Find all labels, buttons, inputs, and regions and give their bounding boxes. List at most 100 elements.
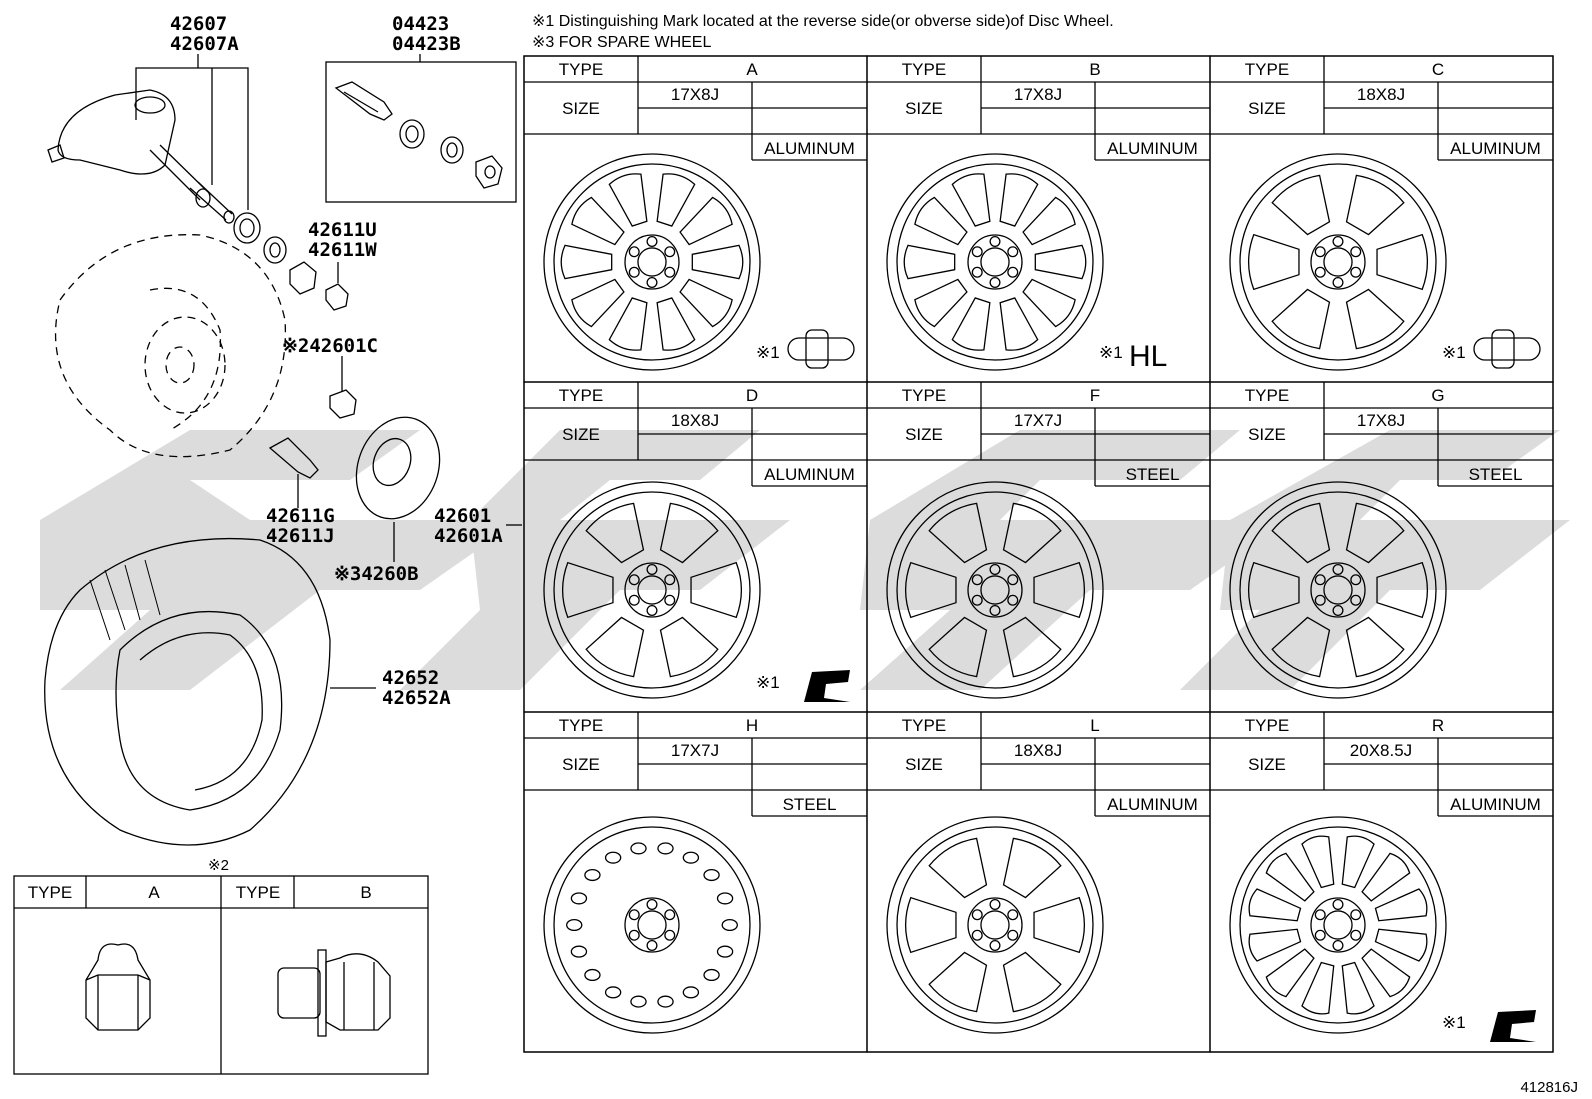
valve-mark-icon: [1473, 329, 1541, 369]
size-label: SIZE: [1248, 99, 1286, 118]
type-label: TYPE: [1245, 386, 1289, 405]
wheel-size-value: 17X8J: [671, 85, 719, 104]
wheel-type-value: H: [746, 716, 758, 735]
wheel-r-icon: [1229, 816, 1447, 1034]
lug-nut-icon: [329, 389, 357, 419]
part-04423B[interactable]: 04423B: [392, 33, 461, 55]
part-42601A[interactable]: 42601A: [434, 525, 503, 547]
valve-stem-icon-2: [268, 437, 319, 479]
nut-type-a: A: [148, 883, 160, 902]
cap-icon: [325, 283, 349, 311]
wheel-a-icon: [543, 153, 761, 371]
watermark-logo: [40, 430, 1570, 690]
wheel-type-value: A: [746, 60, 758, 79]
wheel-material-value: STEEL: [1469, 465, 1523, 484]
part-4260B[interactable]: ※34260B: [334, 563, 419, 585]
acorn-nut-icon: [85, 943, 151, 1031]
part-04423[interactable]: 04423: [392, 13, 449, 35]
part-42607[interactable]: 42607: [170, 13, 227, 35]
part-42652[interactable]: 42652: [382, 667, 439, 689]
wheel-size-value: 20X8.5J: [1350, 741, 1412, 760]
wheel-size-value: 17X7J: [671, 741, 719, 760]
type-label: TYPE: [559, 386, 603, 405]
wheel-type-value: G: [1431, 386, 1444, 405]
wheel-material-value: ALUMINUM: [1450, 139, 1541, 158]
part-42611G[interactable]: 42611G: [266, 505, 335, 527]
part-42601[interactable]: 42601: [434, 505, 491, 527]
size-label: SIZE: [562, 425, 600, 444]
wheel-d-icon: [543, 481, 761, 699]
size-label: SIZE: [562, 99, 600, 118]
nut-type-b: B: [360, 883, 371, 902]
spare-wheel-plate-icon: [355, 416, 441, 520]
wheel-size-value: 18X8J: [1014, 741, 1062, 760]
nut-type-header-a: TYPE: [28, 883, 72, 902]
wheel-size-value: 17X7J: [1014, 411, 1062, 430]
nut-type-table: ※2 TYPE A TYPE B: [13, 857, 429, 1075]
wheel-type-value: D: [746, 386, 758, 405]
part-42611J[interactable]: 42611J: [266, 525, 335, 547]
note-1: ※1 Distinguishing Mark located at the re…: [532, 13, 1114, 30]
part-42652A[interactable]: 42652A: [382, 687, 451, 709]
part-42611U[interactable]: 42611U: [308, 219, 377, 241]
foot-mark-icon: [804, 670, 850, 702]
valve-mark-icon: [787, 329, 855, 369]
wheel-b-icon: [886, 153, 1104, 371]
valve-kit-group: 04423 04423B: [325, 13, 517, 203]
nut-table-note: ※2: [208, 857, 229, 874]
wheel-material-value: ALUMINUM: [1450, 795, 1541, 814]
wheel-type-value: F: [1090, 386, 1100, 405]
flanged-nut-icon: [277, 949, 391, 1037]
note-3: ※3 FOR SPARE WHEEL: [532, 34, 711, 51]
nut-icon: [289, 261, 317, 295]
wheel-size-value: 17X8J: [1014, 85, 1062, 104]
valve-stem-icon: [334, 81, 393, 121]
hl-mark: HL: [1129, 340, 1167, 373]
part-42601C[interactable]: ※242601C: [282, 335, 378, 357]
hub-nut-group: [268, 356, 441, 562]
wheel-type-value: B: [1089, 60, 1100, 79]
tire-outline-icon: [54, 234, 287, 458]
washer-icon: [263, 236, 287, 264]
wheel-l-icon: [886, 816, 1104, 1034]
wheel-type-value: C: [1432, 60, 1444, 79]
wheel-c-icon: [1229, 153, 1447, 371]
distinguishing-mark-note: ※1: [756, 673, 780, 692]
distinguishing-mark-note: ※1: [1442, 343, 1466, 362]
distinguishing-mark-note: ※1: [1442, 1013, 1466, 1032]
wheel-material-value: STEEL: [1126, 465, 1180, 484]
tire-icon: [44, 537, 376, 846]
wheel-size-value: 18X8J: [671, 411, 719, 430]
wheel-material-value: ALUMINUM: [764, 465, 855, 484]
grommet-icon: [233, 212, 261, 244]
diagram-id: 412816J: [1520, 1079, 1578, 1096]
tpms-sensor-group: 42607 42607A: [47, 13, 349, 311]
type-label: TYPE: [559, 716, 603, 735]
type-label: TYPE: [559, 60, 603, 79]
type-label: TYPE: [902, 60, 946, 79]
wheel-material-value: ALUMINUM: [764, 139, 855, 158]
wheel-f-icon: [886, 481, 1104, 699]
size-label: SIZE: [562, 755, 600, 774]
part-42607A[interactable]: 42607A: [170, 33, 239, 55]
wheel-g-icon: [1229, 481, 1447, 699]
type-label: TYPE: [902, 386, 946, 405]
part-42611W[interactable]: 42611W: [308, 239, 377, 261]
type-label: TYPE: [902, 716, 946, 735]
size-label: SIZE: [1248, 755, 1286, 774]
wheel-h-icon: [543, 816, 761, 1034]
wheel-type-value: L: [1090, 716, 1099, 735]
tpms-sensor-icon: [57, 89, 176, 175]
wheel-material-value: ALUMINUM: [1107, 139, 1198, 158]
distinguishing-mark-note: ※1: [1099, 343, 1123, 362]
type-label: TYPE: [1245, 716, 1289, 735]
